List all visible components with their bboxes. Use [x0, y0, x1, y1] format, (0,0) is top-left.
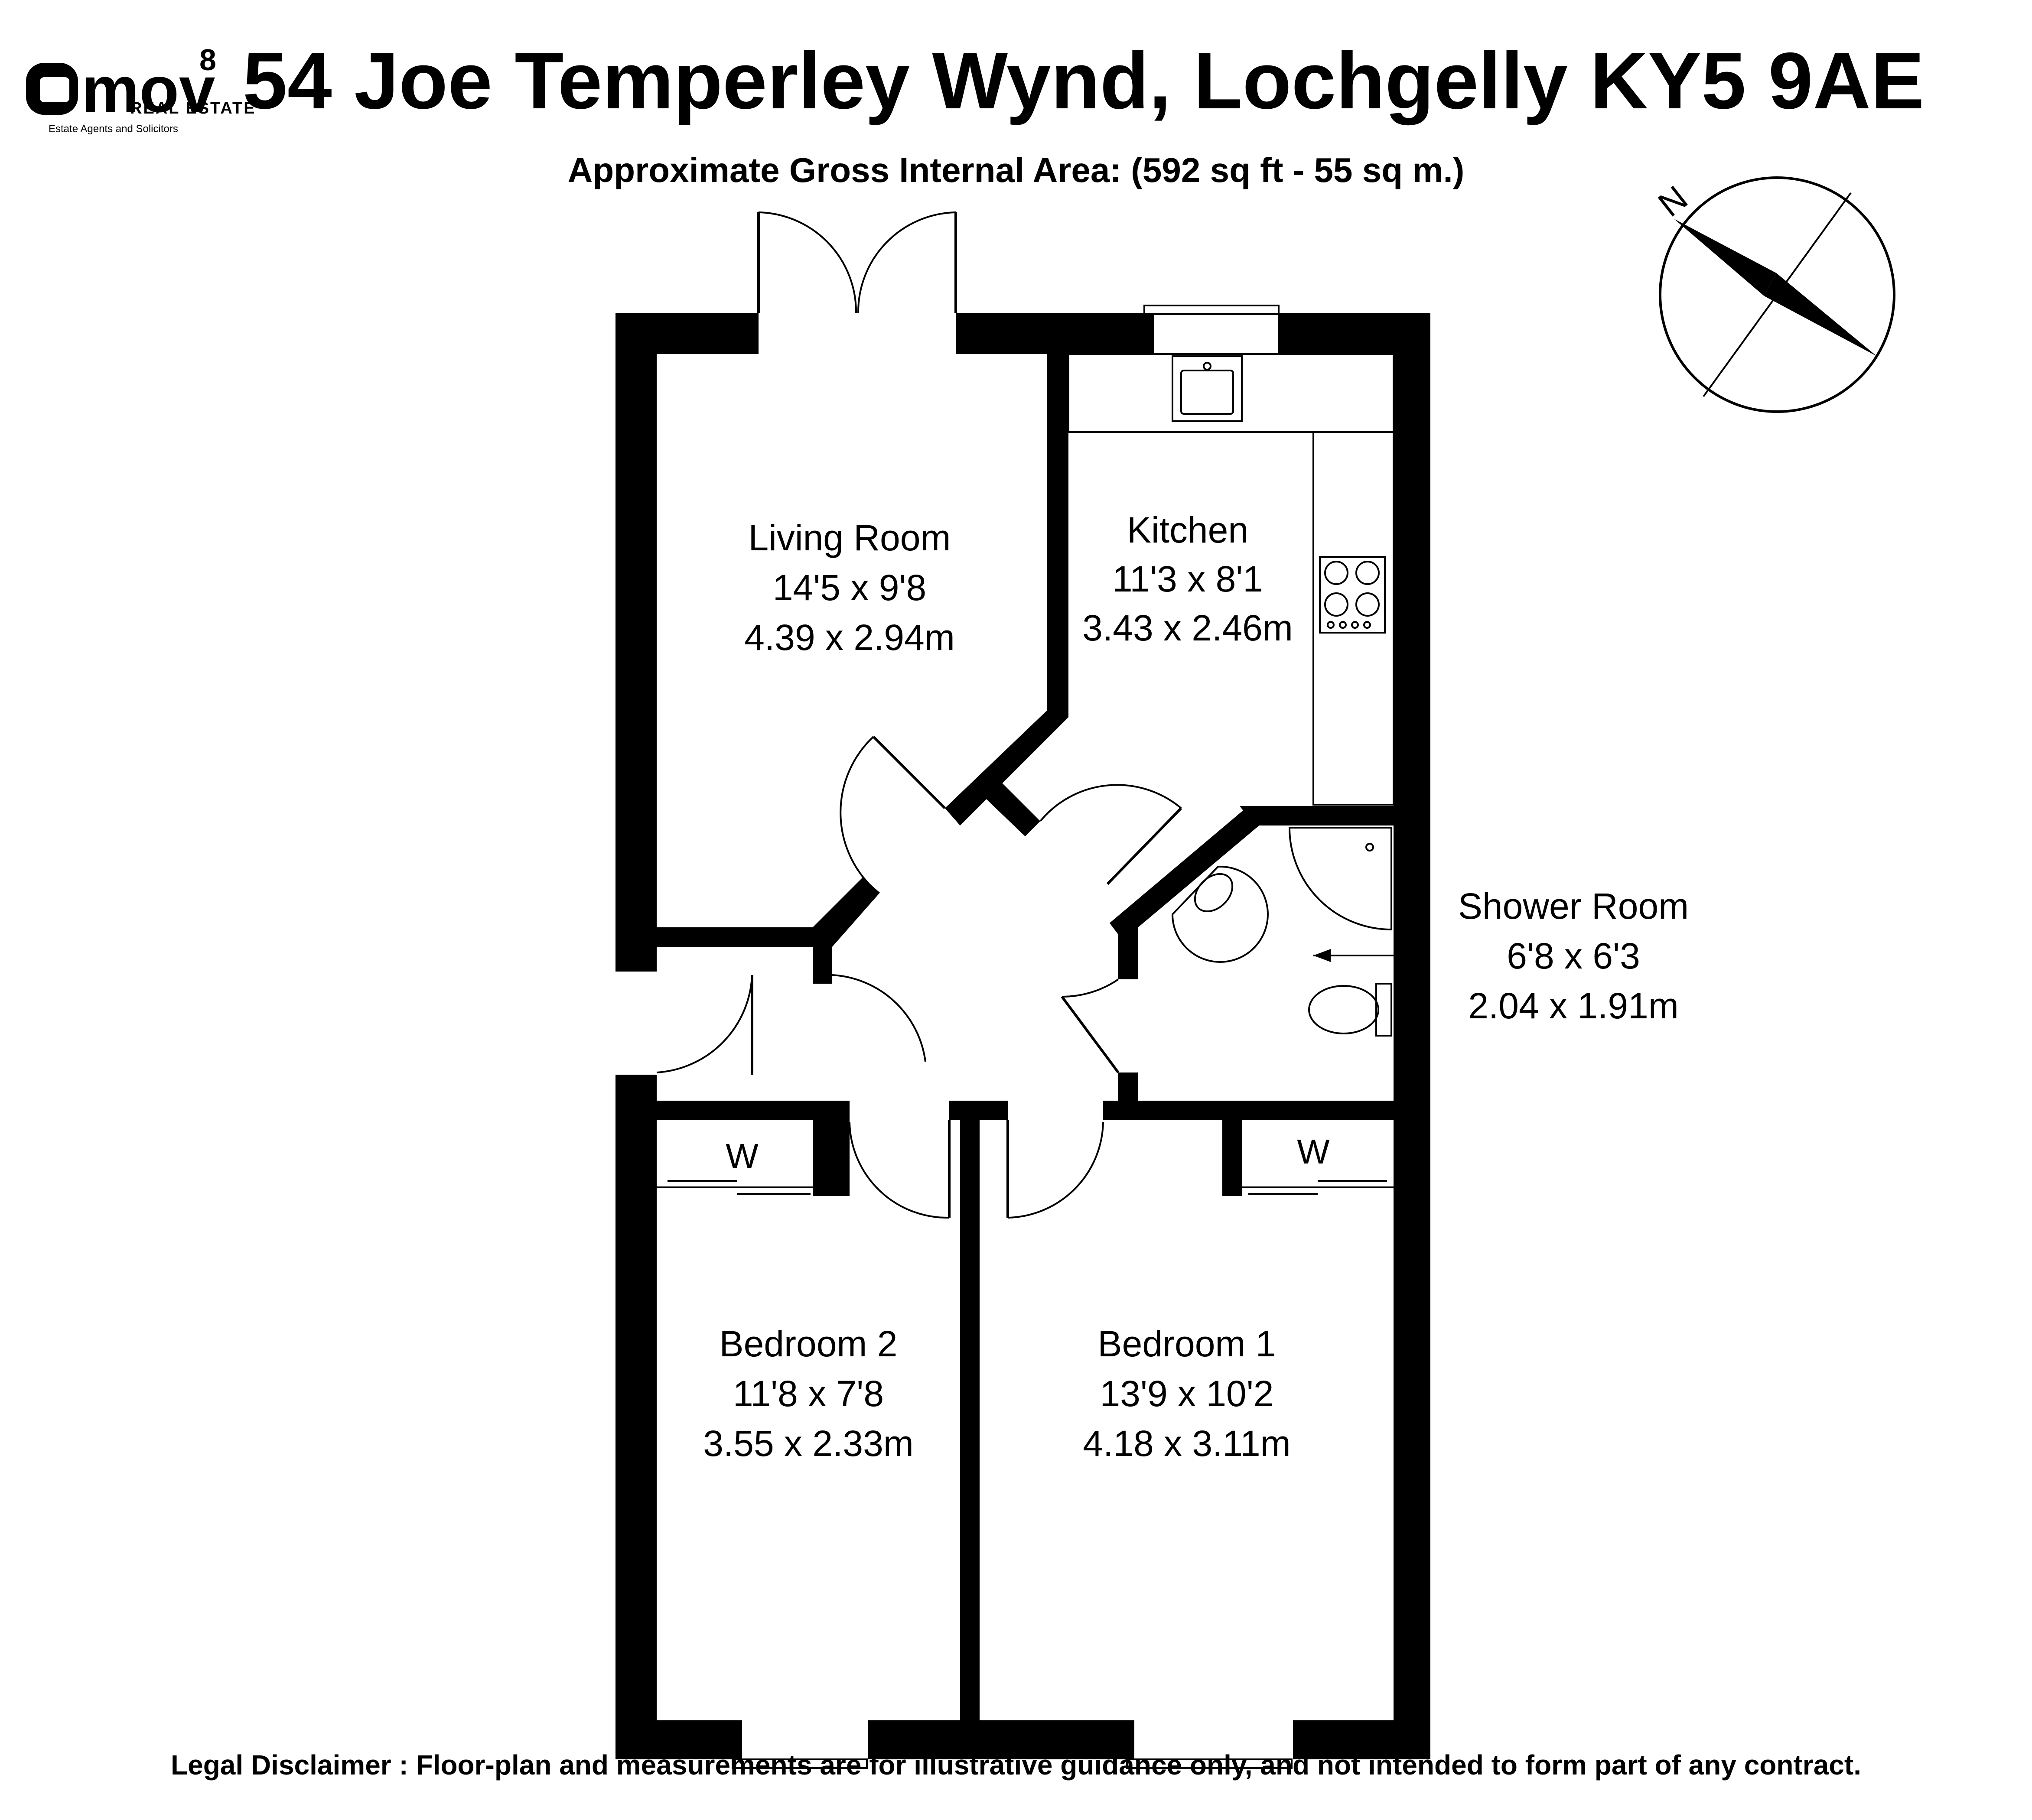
shower-tray-icon	[1288, 827, 1392, 931]
logo-tagline: Estate Agents and Solicitors	[49, 123, 178, 135]
toilet-icon	[1308, 983, 1392, 1037]
basin-icon	[1171, 865, 1269, 963]
room-imperial: 6'8 x 6'3	[1507, 936, 1640, 976]
interior-walls	[615, 354, 1430, 1720]
logo-line2: REAL ESTATE	[130, 99, 256, 117]
room-imperial: 13'9 x 10'2	[1100, 1373, 1273, 1414]
logo-name: mov	[81, 53, 215, 126]
logo-superscript: 8	[199, 43, 216, 77]
room-metric: 4.39 x 2.94m	[744, 617, 955, 658]
wardrobe-label-bedroom-2: W	[726, 1137, 759, 1175]
room-metric: 4.18 x 3.11m	[1083, 1423, 1290, 1464]
wardrobes	[657, 1180, 1394, 1195]
room-metric: 3.55 x 2.33m	[703, 1423, 914, 1464]
room-name: Bedroom 2	[720, 1323, 898, 1364]
room-name: Kitchen	[1127, 510, 1248, 550]
hob-icon	[1319, 556, 1386, 634]
page-title: 54 Joe Temperley Wynd, Lochgelly KY5 9AE	[243, 36, 1925, 126]
mov8-logo: mov 8 REAL ESTATE Estate Agents and Soli…	[26, 43, 256, 135]
room-metric: 2.04 x 1.91m	[1468, 985, 1679, 1026]
room-shower-room: Shower Room 6'8 x 6'3 2.04 x 1.91m	[1458, 886, 1689, 1026]
room-imperial: 11'8 x 7'8	[733, 1373, 884, 1414]
worktop-side	[1312, 431, 1394, 806]
room-bedroom-2: Bedroom 2 11'8 x 7'8 3.55 x 2.33m	[703, 1323, 914, 1464]
compass-icon	[1659, 176, 1895, 413]
shower-room-fittings	[1171, 827, 1430, 1037]
room-living-room: Living Room 14'5 x 9'8 4.39 x 2.94m	[744, 517, 955, 658]
room-name: Living Room	[749, 517, 951, 558]
page-subtitle: Approximate Gross Internal Area: (592 sq…	[568, 151, 1465, 189]
room-metric: 3.43 x 2.46m	[1082, 608, 1293, 648]
room-imperial: 11'3 x 8'1	[1112, 559, 1263, 599]
compass: N	[1651, 176, 1895, 413]
room-kitchen: Kitchen 11'3 x 8'1 3.43 x 2.46m	[1082, 510, 1293, 648]
sink-icon	[1172, 355, 1243, 422]
windows	[732, 305, 1295, 1769]
room-bedroom-1: Bedroom 1 13'9 x 10'2 4.18 x 3.11m	[1083, 1323, 1290, 1464]
exterior-walls	[615, 313, 1430, 1759]
doors	[656, 211, 1182, 1219]
room-imperial: 14'5 x 9'8	[773, 567, 926, 608]
legal-disclaimer: Legal Disclaimer : Floor-plan and measur…	[171, 1749, 1861, 1781]
room-name: Bedroom 1	[1098, 1323, 1276, 1364]
worktop-top	[1068, 353, 1394, 433]
room-name: Shower Room	[1458, 886, 1689, 926]
kitchen-fittings	[1068, 353, 1394, 806]
wardrobe-label-bedroom-1: W	[1297, 1132, 1330, 1171]
